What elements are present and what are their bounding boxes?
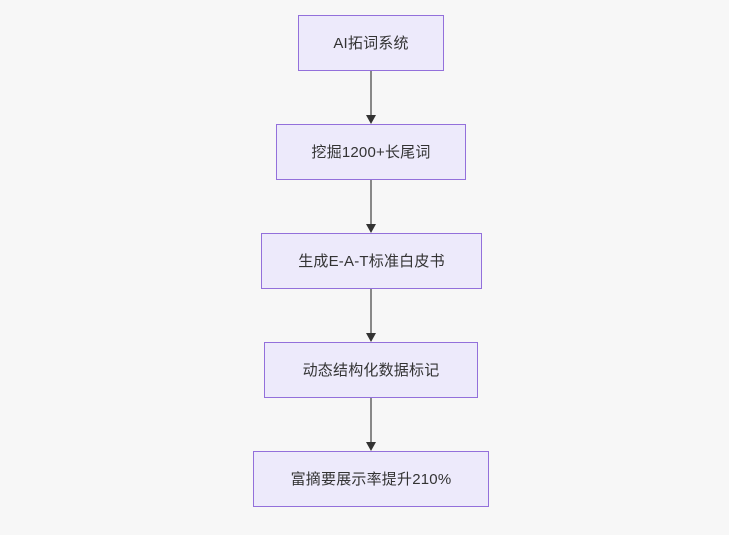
flow-edge-3 [365,289,377,342]
arrowhead-down-icon [366,442,376,451]
arrowhead-down-icon [366,333,376,342]
flow-edge-1 [365,71,377,124]
flow-node-ai-keyword-system[interactable]: AI拓词系统 [298,15,444,71]
flow-node-rich-snippet-uplift[interactable]: 富摘要展示率提升210% [253,451,489,507]
flow-edge-2 [365,180,377,233]
arrowhead-down-icon [366,224,376,233]
flow-edge-4 [365,398,377,451]
flow-node-label: 生成E-A-T标准白皮书 [298,252,445,270]
flow-node-generate-eat-whitepaper[interactable]: 生成E-A-T标准白皮书 [261,233,482,289]
arrowhead-down-icon [366,115,376,124]
edge-line [370,289,372,333]
flow-node-dynamic-structured-data-markup[interactable]: 动态结构化数据标记 [264,342,478,398]
edge-line [370,71,372,115]
flow-node-label: AI拓词系统 [333,34,409,52]
edge-line [370,398,372,442]
flow-node-label: 动态结构化数据标记 [302,361,440,379]
edge-line [370,180,372,224]
flow-node-label: 挖掘1200+长尾词 [311,143,431,161]
flow-node-label: 富摘要展示率提升210% [290,470,452,488]
flow-node-mine-longtail-keywords[interactable]: 挖掘1200+长尾词 [276,124,466,180]
